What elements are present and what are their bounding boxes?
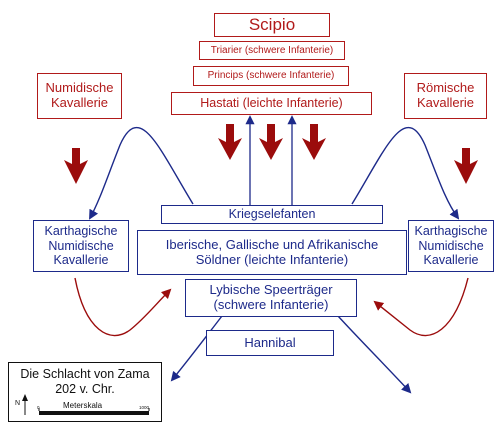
red-arrow-roman-cav [454,148,478,184]
curve-red-left [74,277,172,337]
curve-left-upper [89,127,194,220]
scale-bar [39,411,149,415]
roman-cavalry-curves [74,277,469,337]
red-arrow-numidian [64,148,88,184]
scale-label: Meterskala [63,401,103,410]
compass-letter: N [15,400,21,407]
carthage-cavalry-curves [89,127,460,394]
north-arrow-icon [22,394,28,415]
curve-bottom-left [170,315,223,382]
scale-end: 1000 [139,405,150,410]
hannibal-box: Hannibal [206,330,334,356]
legend-box: Die Schlacht von Zama 202 v. Chr. N Mete… [8,362,162,422]
red-arrow-hastati-3 [302,124,326,160]
carthage-cavalry-right-box: Karthagische Numidische Kavallerie [408,220,494,272]
roman-numidian-cavalry-box: Numidische Kavallerie [37,73,122,119]
spearmen-box: Lybische Speerträger (schwere Infanterie… [185,279,357,317]
triarier-box: Triarier (schwere Infanterie) [199,41,345,60]
curve-red-right [373,277,469,337]
principes-box: Princips (schwere Infanterie) [193,66,349,86]
scipio-box: Scipio [214,13,330,37]
mercenaries-box: Iberische, Gallische und Afrikanische Sö… [137,230,407,275]
red-arrow-hastati-2 [259,124,283,160]
roman-cavalry-box: Römische Kavallerie [404,73,487,119]
hastati-box: Hastati (leichte Infanterie) [171,92,372,115]
roman-attack-arrows [64,124,478,184]
curve-right-upper [351,127,460,220]
curve-bottom-right [337,315,412,394]
elephants-box: Kriegselefanten [161,205,383,224]
red-arrow-hastati-1 [218,124,242,160]
legend-graphics [22,394,150,415]
scale-start: 0 [37,405,40,410]
carthage-cavalry-left-box: Karthagische Numidische Kavallerie [33,220,129,272]
legend-title: Die Schlacht von Zama 202 v. Chr. [20,367,150,396]
elephant-charge-arrows [245,115,297,205]
